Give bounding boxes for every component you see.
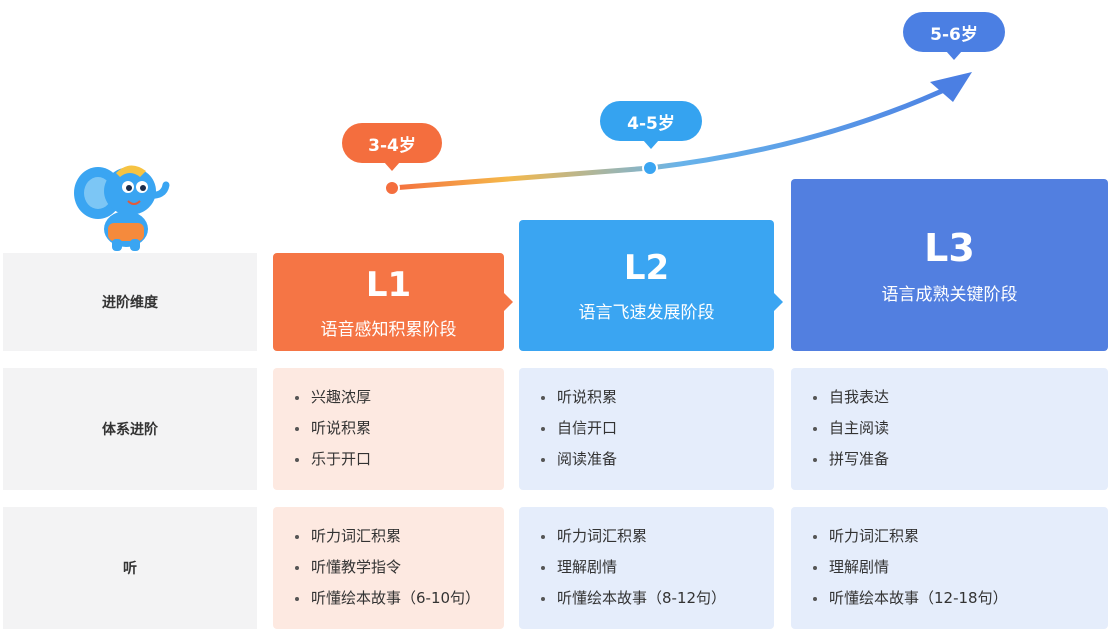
list-item: 自我表达 xyxy=(813,384,1108,415)
list-item: 听力词汇积累 xyxy=(295,523,504,554)
listening-cell-l3: 听力词汇积累 理解剧情 听懂绘本故事（12-18句） xyxy=(791,507,1108,629)
level-name: 语音感知积累阶段 xyxy=(320,319,457,340)
level-header-l1: L1 语音感知积累阶段 xyxy=(273,253,504,351)
list-item: 听力词汇积累 xyxy=(813,523,1108,554)
list-item: 听力词汇积累 xyxy=(541,523,774,554)
level-header-l2: L2 语言飞速发展阶段 xyxy=(519,220,774,351)
list-item: 兴趣浓厚 xyxy=(295,384,504,415)
row-label-listening: 听 xyxy=(3,507,257,629)
list-item: 听懂教学指令 xyxy=(295,554,504,585)
row-label-system: 体系进阶 xyxy=(3,368,257,490)
list-item: 理解剧情 xyxy=(541,554,774,585)
curve-arrowhead xyxy=(930,72,972,102)
growth-curve xyxy=(384,72,972,196)
system-cell-l3: 自我表达 自主阅读 拼写准备 xyxy=(791,368,1108,490)
list-item: 拼写准备 xyxy=(813,446,1108,477)
system-cell-l2: 听说积累 自信开口 阅读准备 xyxy=(519,368,774,490)
list-item: 自信开口 xyxy=(541,415,774,446)
list-item: 理解剧情 xyxy=(813,554,1108,585)
age-badge-l1: 3-4岁 xyxy=(342,123,442,171)
level-header-l3: L3 语言成熟关键阶段 xyxy=(791,179,1108,351)
level-code: L3 xyxy=(924,225,975,270)
level-name: 语言飞速发展阶段 xyxy=(578,303,715,323)
age-badge-l3: 5-6岁 xyxy=(903,12,1005,60)
listening-cell-l2: 听力词汇积累 理解剧情 听懂绘本故事（8-12句） xyxy=(519,507,774,629)
list-item: 听懂绘本故事（12-18句） xyxy=(813,585,1108,616)
list-item: 自主阅读 xyxy=(813,415,1108,446)
system-cell-l1: 兴趣浓厚 听说积累 乐于开口 xyxy=(273,368,504,490)
list-item: 听懂绘本故事（6-10句） xyxy=(295,585,504,616)
list-item: 乐于开口 xyxy=(295,446,504,477)
level-code: L1 xyxy=(365,264,412,305)
age-badge-l2: 4-5岁 xyxy=(600,101,702,149)
row-label-dimension: 进阶维度 xyxy=(3,253,257,351)
level-arrow-l1 xyxy=(504,293,513,311)
list-item: 阅读准备 xyxy=(541,446,774,477)
level-arrow-l2 xyxy=(774,293,783,311)
age-point-l2 xyxy=(642,160,658,176)
list-item: 听说积累 xyxy=(541,384,774,415)
level-code: L2 xyxy=(623,248,670,288)
age-point-l1 xyxy=(384,180,400,196)
list-item: 听懂绘本故事（8-12句） xyxy=(541,585,774,616)
level-name: 语言成熟关键阶段 xyxy=(881,284,1018,305)
listening-cell-l1: 听力词汇积累 听懂教学指令 听懂绘本故事（6-10句） xyxy=(273,507,504,629)
elephant-mascot-icon xyxy=(74,165,170,251)
list-item: 听说积累 xyxy=(295,415,504,446)
